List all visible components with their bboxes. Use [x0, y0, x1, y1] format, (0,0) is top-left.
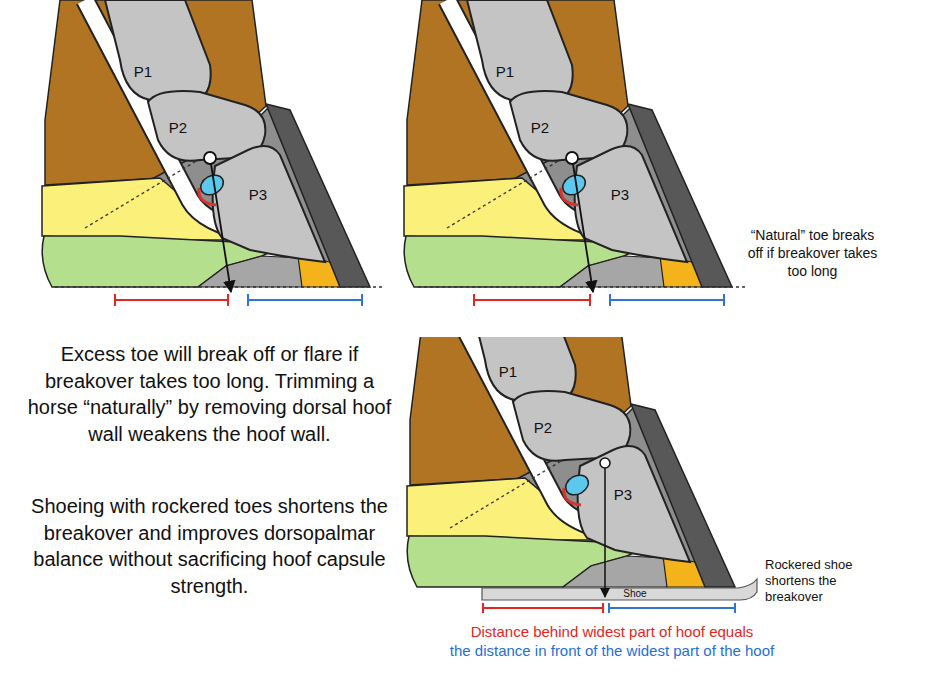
bone-label: P2	[531, 119, 549, 136]
rotation-center	[566, 152, 578, 164]
note-text: “Natural” toe breaks off if breakover ta…	[745, 226, 880, 280]
weight-arrow	[604, 468, 606, 597]
toe-bracket	[248, 294, 362, 306]
bone-label: P1	[499, 363, 517, 380]
ground-line	[418, 286, 748, 287]
rotation-center	[204, 152, 216, 164]
bone-label: P1	[496, 63, 514, 80]
heel-bracket	[474, 294, 590, 306]
bone-label: P1	[134, 63, 152, 80]
bone-label: P3	[249, 186, 267, 203]
rotation-center	[600, 458, 610, 468]
bone-label: P2	[534, 419, 552, 436]
legend-text: the distance in front of the widest part…	[450, 642, 774, 659]
ground-line	[55, 286, 385, 287]
bone-label: P3	[614, 486, 632, 503]
rockered-shoe	[482, 579, 757, 600]
body-text: Shoeing with rockered toes shortens the …	[22, 493, 397, 599]
part-label: Shoe	[623, 588, 646, 600]
bone-label: P3	[611, 186, 629, 203]
body-text: Excess toe will break off or flare if br…	[22, 341, 397, 447]
hoof-1	[42, 0, 370, 287]
bone-label: P2	[169, 119, 187, 136]
weight-arrow	[573, 164, 593, 292]
legend-text: Distance behind widest part of hoof equa…	[471, 623, 754, 640]
note-text: Rockered shoe shortens the breakover	[765, 557, 895, 605]
hoof-2	[404, 0, 732, 287]
hoof-3-group	[407, 337, 735, 587]
hoof-3	[407, 337, 735, 587]
toe-bracket	[609, 603, 735, 613]
heel-bracket	[115, 294, 228, 306]
heel-bracket	[483, 603, 603, 613]
toe-bracket	[610, 294, 724, 306]
weight-arrow	[211, 164, 231, 292]
